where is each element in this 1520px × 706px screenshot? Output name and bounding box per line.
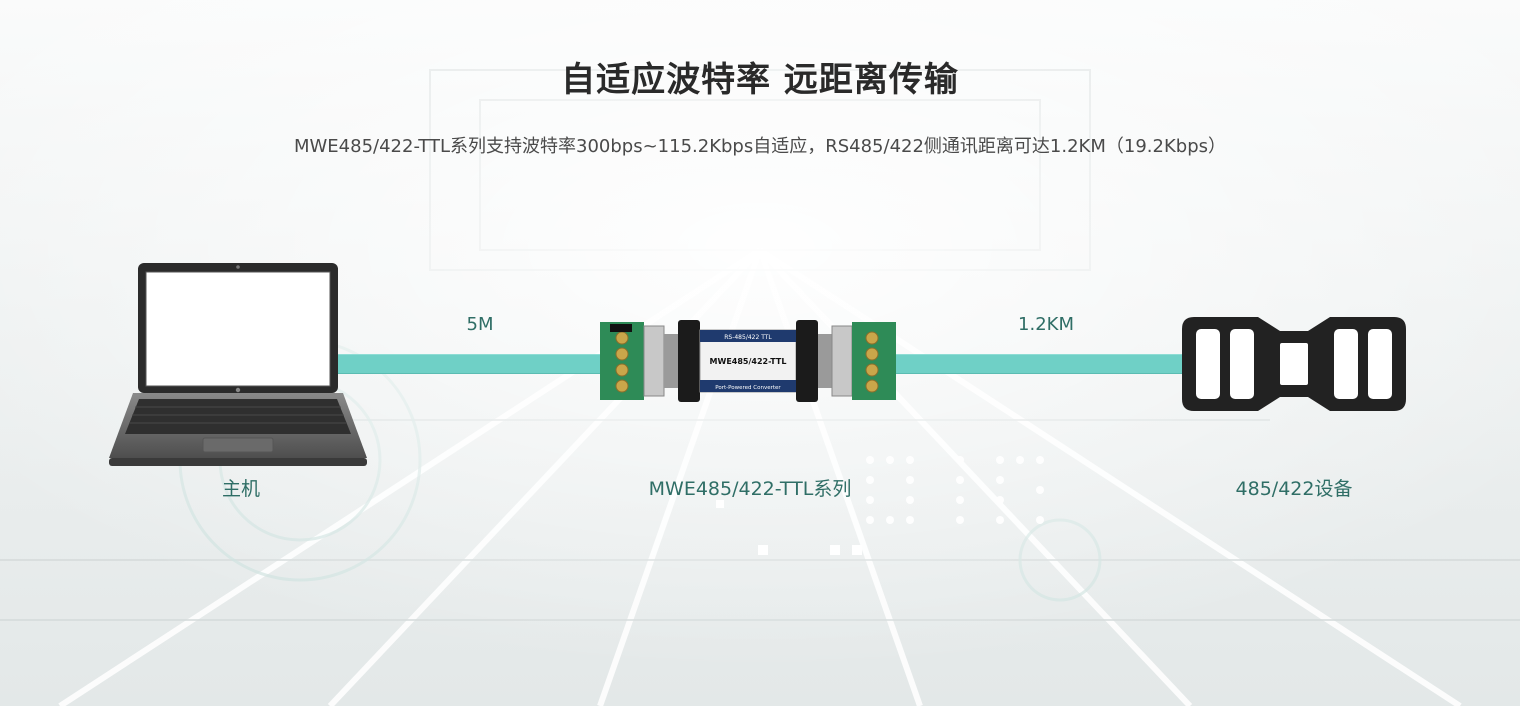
converter-device-icon: RS-485/422 TTL MWE485/422-TTL Port-Power… xyxy=(600,320,896,402)
converter-top-text: RS-485/422 TTL xyxy=(724,334,772,341)
cable-host-to-converter xyxy=(330,354,605,374)
laptop-host-icon xyxy=(109,263,367,466)
serial-device-icon xyxy=(1182,317,1406,411)
distance-label-left: 5M xyxy=(466,314,494,335)
page-subtitle: MWE485/422-TTL系列支持波特率300bps~115.2Kbps自适应… xyxy=(293,136,1227,157)
device-caption: 485/422设备 xyxy=(1235,478,1353,500)
converter-bottom-text: Port-Powered Converter xyxy=(715,385,781,391)
page-title: 自适应波特率 远距离传输 xyxy=(561,60,959,100)
host-caption: 主机 xyxy=(221,478,260,500)
converter-main-text: MWE485/422-TTL xyxy=(710,357,787,366)
distance-label-right: 1.2KM xyxy=(1018,314,1074,335)
converter-caption: MWE485/422-TTL系列 xyxy=(648,478,852,500)
cable-converter-to-device xyxy=(893,354,1193,374)
